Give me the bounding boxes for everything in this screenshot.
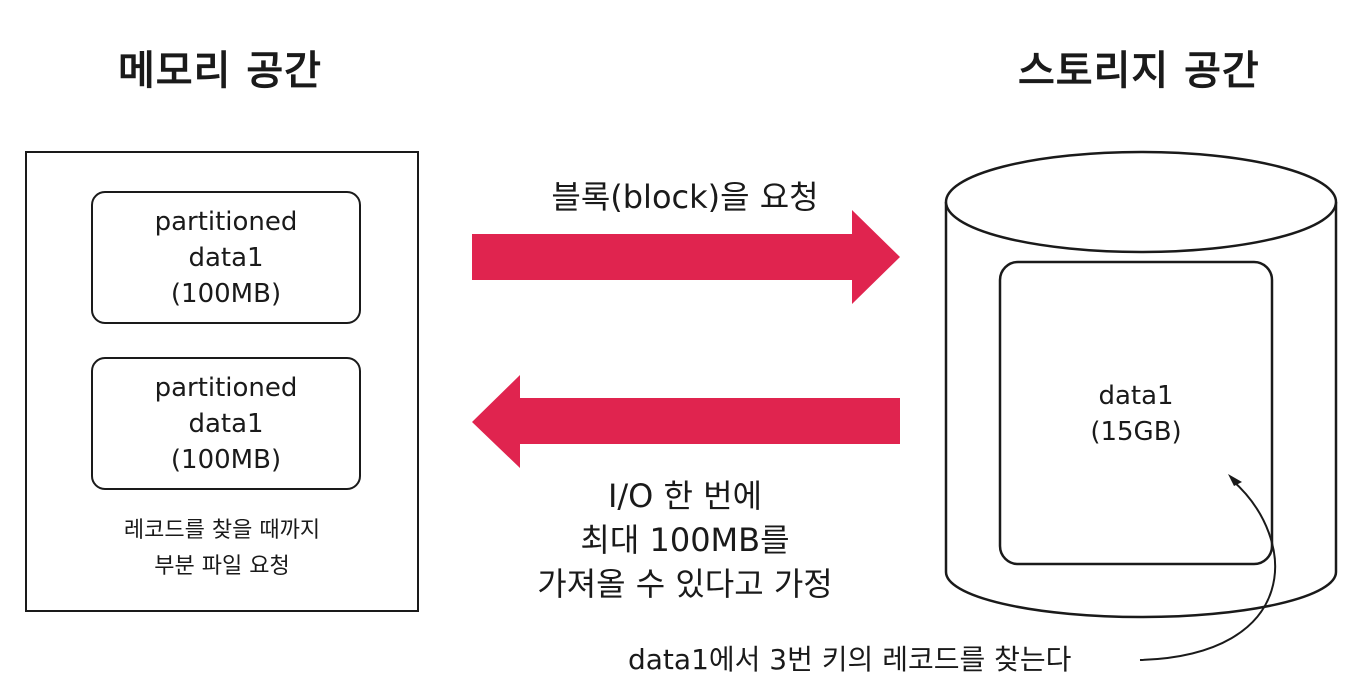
partition-2-line3: (100MB) [170, 444, 282, 475]
data1-name: data1 [1098, 381, 1174, 411]
partition-1-line3: (100MB) [170, 278, 282, 309]
request-arrow-right [472, 210, 900, 304]
partition-1-line2: data1 [188, 242, 264, 273]
memory-note-line2: 부분 파일 요청 [154, 554, 290, 579]
io-assumption-note: I/O 한 번에 최대 100MB를 가져올 수 있다고 가정 [470, 474, 900, 606]
data1-file-label: data1 (15GB) [1000, 378, 1272, 450]
curved-pointer-arrowhead-icon [1228, 474, 1242, 486]
partition-block-1: partitioned data1 (100MB) [91, 191, 361, 324]
cylinder-top [944, 150, 1338, 254]
memory-space-title: 메모리 공간 [118, 48, 322, 94]
data1-size: (15GB) [1090, 417, 1182, 447]
curved-pointer-line [1139, 479, 1277, 661]
request-block-label: 블록(block)을 요청 [551, 178, 819, 216]
data1-file-box [998, 260, 1274, 566]
storage-space-title: 스토리지 공간 [1018, 48, 1260, 94]
response-arrow-left [472, 375, 900, 468]
memory-space-box: partitioned data1 (100MB) partitioned da… [25, 151, 419, 612]
io-note-line1: I/O 한 번에 [607, 477, 763, 515]
partition-1-line1: partitioned [154, 206, 298, 237]
memory-note: 레코드를 찾을 때까지 부분 파일 요청 [27, 513, 417, 585]
memory-note-line1: 레코드를 찾을 때까지 [123, 518, 321, 543]
io-note-line3: 가져올 수 있다고 가정 [537, 565, 833, 603]
partition-2-line1: partitioned [154, 372, 298, 403]
io-note-line2: 최대 100MB를 [580, 521, 790, 559]
find-record-annotation: data1에서 3번 키의 레코드를 찾는다 [628, 643, 1072, 676]
partition-2-line2: data1 [188, 408, 264, 439]
partition-block-2: partitioned data1 (100MB) [91, 357, 361, 490]
